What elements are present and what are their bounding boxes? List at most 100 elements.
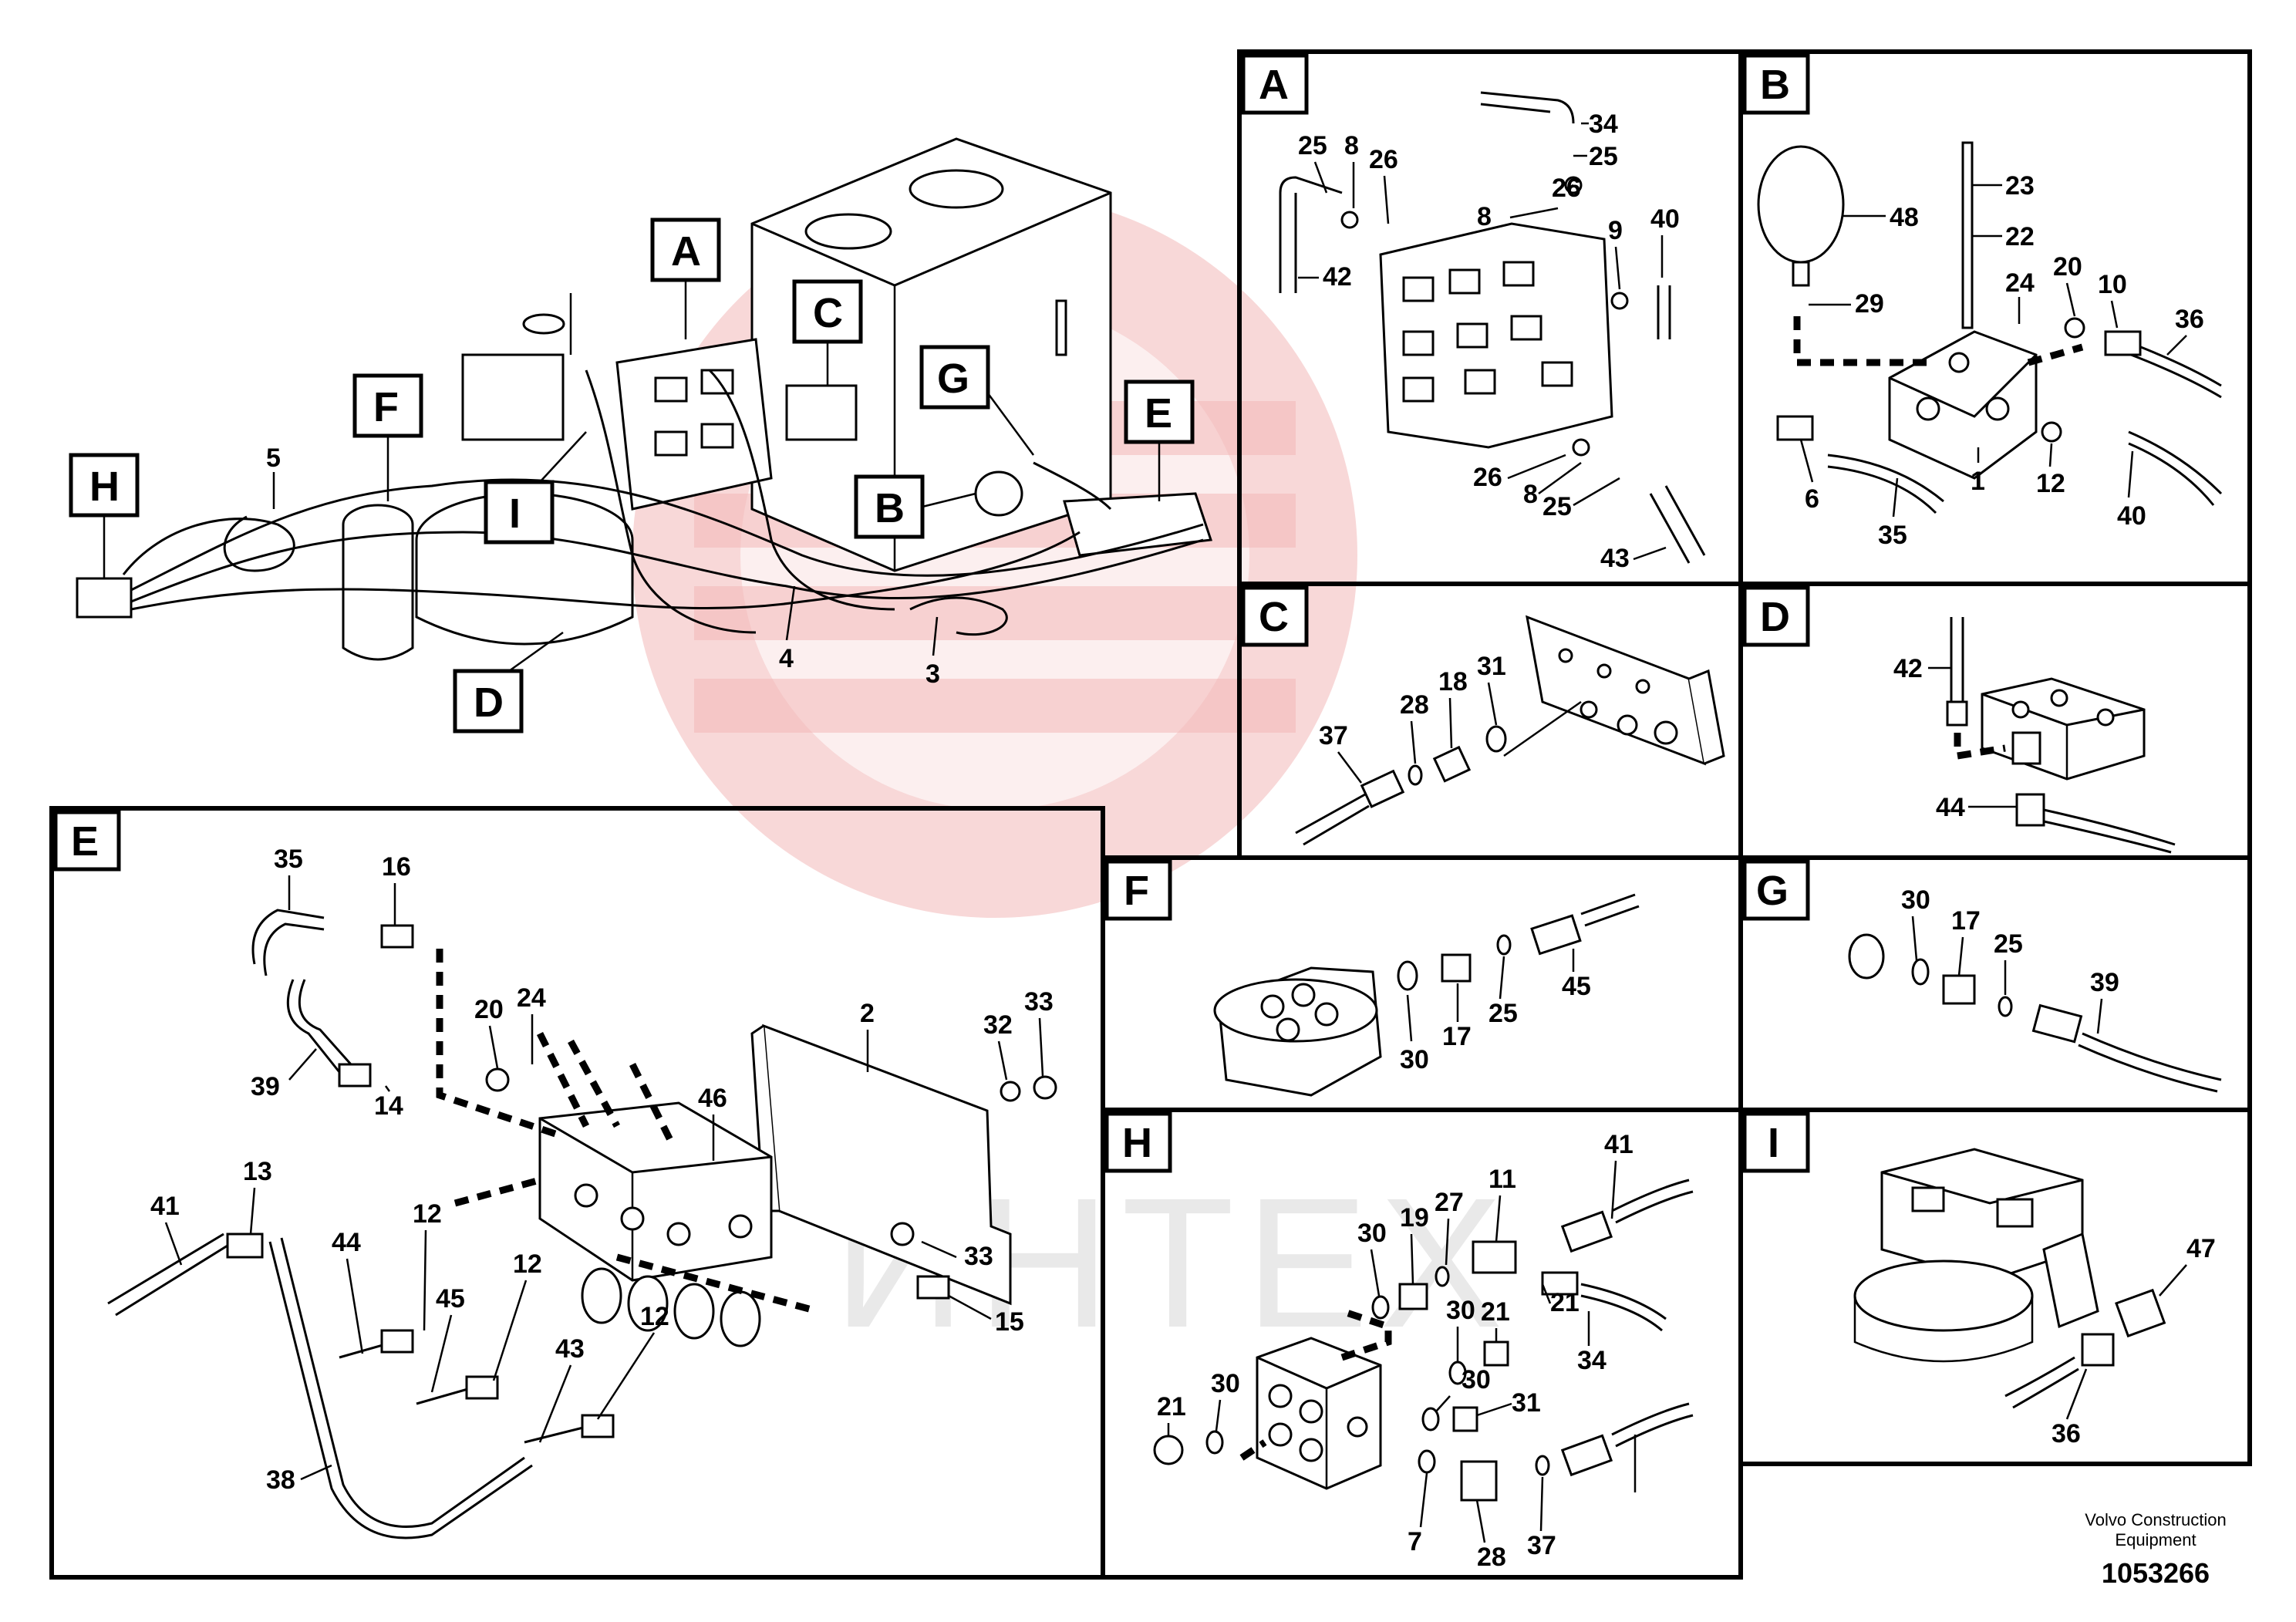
svg-text:31: 31	[1477, 652, 1506, 681]
svg-text:E: E	[1145, 390, 1172, 437]
svg-text:12: 12	[640, 1302, 669, 1331]
overview-tag-B[interactable]: B	[854, 474, 976, 539]
panel-I[interactable]: I	[1738, 1108, 2252, 1466]
svg-text:B: B	[875, 485, 905, 531]
svg-text:28: 28	[1400, 690, 1429, 720]
svg-text:H: H	[89, 464, 120, 510]
svg-text:19: 19	[1400, 1203, 1429, 1233]
svg-text:30: 30	[1901, 885, 1930, 915]
svg-text:40: 40	[2117, 501, 2146, 531]
panel-I-label: I	[1768, 1120, 1779, 1166]
svg-text:39: 39	[2090, 968, 2119, 997]
panel-A[interactable]: A	[1237, 49, 1743, 586]
svg-text:42: 42	[1323, 262, 1352, 292]
panel-F[interactable]: F	[1101, 855, 1743, 1112]
panel-A-callouts: 34 25 25 8 26 8 26 9 40 42 26 8 25 43	[1298, 110, 1680, 573]
svg-text:26: 26	[1473, 463, 1502, 492]
svg-text:43: 43	[555, 1334, 585, 1364]
svg-text:29: 29	[1855, 289, 1884, 319]
svg-text:C: C	[813, 290, 843, 336]
svg-text:45: 45	[1562, 972, 1591, 1001]
publisher-footer: Volvo Construction Equipment 1053266	[2085, 1510, 2226, 1589]
svg-text:20: 20	[474, 995, 504, 1024]
svg-text:6: 6	[1805, 484, 1819, 514]
panel-G[interactable]: G	[1738, 855, 2252, 1112]
svg-text:35: 35	[274, 845, 303, 874]
svg-text:25: 25	[1489, 999, 1518, 1028]
svg-text:11: 11	[1489, 1165, 1516, 1194]
svg-text:39: 39	[251, 1072, 280, 1101]
overview-tag-I[interactable]: I	[484, 431, 587, 545]
svg-text:2: 2	[860, 999, 875, 1028]
panel-E[interactable]: E	[49, 806, 1105, 1580]
svg-text:31: 31	[1512, 1388, 1541, 1418]
panel-I-callouts: 47 36	[2052, 1234, 2216, 1448]
publisher-line-1: Volvo Construction	[2085, 1510, 2226, 1529]
panel-C-callouts: 37 28 18 31	[1319, 652, 1506, 784]
svg-text:17: 17	[1951, 906, 1981, 936]
panel-B-callouts: 48 23 22 29 24 20 10 36 6 35 1 12 40	[1799, 171, 2204, 550]
svg-text:25: 25	[1589, 142, 1618, 171]
svg-text:16: 16	[382, 852, 411, 882]
svg-text:15: 15	[995, 1307, 1024, 1337]
svg-text:30: 30	[1400, 1045, 1429, 1074]
svg-text:27: 27	[1435, 1188, 1464, 1217]
svg-text:30: 30	[1462, 1365, 1491, 1394]
svg-text:33: 33	[964, 1242, 993, 1271]
svg-text:21: 21	[1550, 1288, 1580, 1317]
svg-text:34: 34	[1577, 1346, 1607, 1375]
panel-F-label: F	[1124, 868, 1149, 914]
svg-text:44: 44	[1936, 793, 1965, 822]
panel-E-callouts: 35 16 20 24 2 32 33 39 14 46 41 13 12 44…	[150, 845, 1054, 1495]
overview-tag-F[interactable]: F	[352, 373, 423, 501]
svg-text:14: 14	[374, 1091, 403, 1121]
svg-text:37: 37	[1319, 721, 1348, 750]
callout-overview-4: 4	[779, 644, 794, 673]
panel-H-callouts: 41 11 27 19 30 21 30 34 21 30 30 21 31 7…	[1157, 1130, 1637, 1572]
callout-overview-5: 5	[266, 443, 281, 473]
svg-text:36: 36	[2175, 305, 2204, 334]
svg-text:30: 30	[1211, 1369, 1240, 1398]
svg-text:34: 34	[1589, 110, 1618, 139]
overview-tag-H[interactable]: H	[69, 453, 140, 578]
panel-D-label: D	[1760, 594, 1790, 640]
panel-G-callouts: 30 17 25 39	[1901, 885, 2119, 1034]
overview-tag-C[interactable]: C	[792, 279, 863, 386]
svg-text:21: 21	[1157, 1392, 1186, 1421]
svg-text:30: 30	[1357, 1219, 1387, 1248]
panel-D-callouts: 42 44	[1893, 654, 2017, 822]
svg-text:G: G	[937, 356, 969, 402]
svg-text:18: 18	[1438, 667, 1468, 696]
svg-text:32: 32	[983, 1010, 1013, 1040]
panel-C-label: C	[1259, 594, 1289, 640]
panel-D[interactable]: D	[1738, 582, 2252, 860]
panel-F-callouts: 30 17 25 45	[1400, 949, 1591, 1074]
svg-text:12: 12	[2036, 469, 2065, 498]
svg-text:40: 40	[1650, 204, 1680, 234]
overview-tag-E[interactable]: E	[1124, 379, 1195, 501]
svg-text:48: 48	[1890, 203, 1919, 232]
svg-text:8: 8	[1477, 202, 1492, 231]
svg-text:13: 13	[243, 1157, 272, 1186]
svg-text:30: 30	[1446, 1296, 1475, 1325]
overview-drawing	[76, 137, 1213, 661]
svg-text:21: 21	[1481, 1297, 1510, 1327]
overview-tag-G[interactable]: G	[919, 345, 1035, 456]
overview-tag-A[interactable]: A	[650, 218, 721, 339]
svg-text:43: 43	[1600, 544, 1630, 573]
svg-text:35: 35	[1878, 521, 1907, 550]
svg-text:10: 10	[2098, 270, 2127, 299]
svg-text:47: 47	[2186, 1234, 2216, 1263]
panel-A-label: A	[1259, 62, 1289, 108]
svg-text:20: 20	[2053, 252, 2082, 282]
svg-text:D: D	[474, 679, 504, 726]
publisher-line-2: Equipment	[2115, 1530, 2196, 1549]
svg-text:41: 41	[150, 1192, 180, 1221]
svg-text:25: 25	[1298, 131, 1327, 160]
overview-tag-D[interactable]: D	[453, 631, 564, 733]
svg-text:22: 22	[2005, 222, 2035, 251]
svg-text:9: 9	[1608, 216, 1623, 245]
panel-B-label: B	[1760, 62, 1790, 108]
svg-text:12: 12	[413, 1199, 442, 1229]
